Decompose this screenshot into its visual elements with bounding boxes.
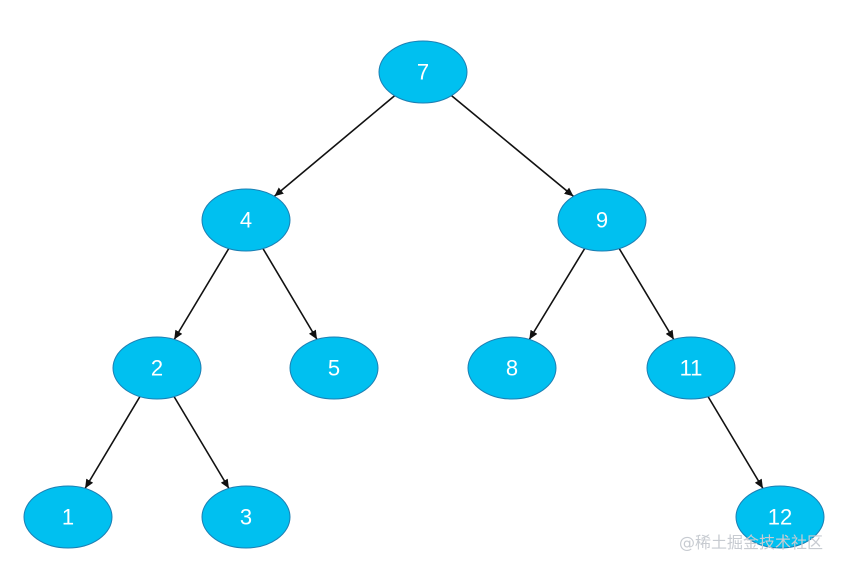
watermark: @稀土掘金技术社区	[678, 533, 823, 552]
edge-7-to-9	[450, 94, 575, 198]
tree-node-9: 9	[557, 188, 647, 252]
tree-node-11: 11	[646, 336, 736, 400]
edge-2-to-1	[84, 396, 141, 489]
tree-node-3: 3	[201, 485, 291, 549]
node-label: 9	[596, 208, 608, 233]
tree-node-5: 5	[289, 336, 379, 400]
node-label: 4	[240, 208, 252, 233]
edge-9-to-11	[618, 248, 675, 340]
tree-node-2: 2	[112, 336, 202, 400]
tree-node-8: 8	[467, 336, 557, 400]
node-ellipse	[112, 336, 202, 400]
node-label: 2	[151, 356, 163, 381]
node-ellipse	[378, 40, 468, 104]
edges-layer	[84, 94, 764, 489]
node-ellipse	[23, 485, 113, 549]
tree-node-7: 7	[378, 40, 468, 104]
edge-11-to-12	[707, 396, 764, 489]
edge-7-to-4	[273, 95, 396, 197]
edge-4-to-2	[173, 248, 230, 340]
node-label: 11	[680, 356, 703, 381]
node-label: 8	[506, 356, 518, 381]
edge-9-to-8	[528, 248, 586, 340]
tree-node-4: 4	[201, 188, 291, 252]
node-label: 3	[240, 505, 252, 530]
node-ellipse	[735, 485, 825, 549]
node-ellipse	[289, 336, 379, 400]
node-label: 1	[62, 505, 74, 530]
node-ellipse	[557, 188, 647, 252]
edge-2-to-3	[173, 396, 230, 489]
node-ellipse	[646, 336, 736, 400]
node-ellipse	[201, 188, 291, 252]
node-label: 5	[328, 356, 340, 381]
node-label: 12	[768, 505, 792, 530]
tree-node-12: 12	[735, 485, 825, 549]
node-ellipse	[467, 336, 557, 400]
node-ellipse	[201, 485, 291, 549]
node-label: 7	[417, 60, 429, 85]
edge-4-to-5	[262, 248, 318, 340]
tree-node-1: 1	[23, 485, 113, 549]
